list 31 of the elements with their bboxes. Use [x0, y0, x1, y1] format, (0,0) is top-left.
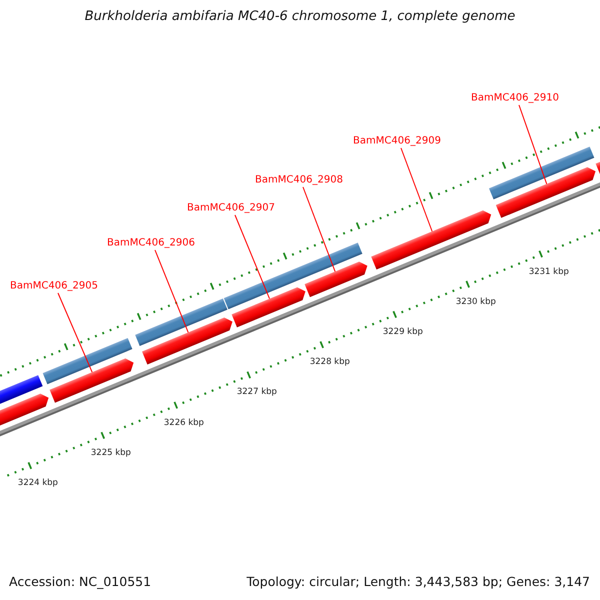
scale-label: 3229 kbp [382, 326, 423, 337]
diagram-title: Burkholderia ambifaria MC40-6 chromosome 1, complete genome [84, 9, 516, 24]
accession-label: Accession: NC_010551 [9, 574, 152, 589]
gene-feature [496, 167, 596, 218]
scale-label: 3230 kbp [456, 296, 496, 307]
feature-bar [42, 338, 132, 384]
leader-line [400, 148, 433, 232]
gene-label: BamMC406_2907 [187, 202, 275, 214]
scale-label: 3226 kbp [164, 418, 204, 428]
gene-label: BamMC406_2906 [107, 238, 195, 248]
leader-line [518, 104, 548, 184]
gene-feature [50, 358, 134, 403]
scale-label: 3231 kbp [528, 266, 569, 277]
gene-label: BamMC406_2909 [353, 136, 441, 146]
leader-line [234, 214, 270, 300]
genome-info: Topology: circular; Length: 3,443,583 bp; Genes: 3,147 [246, 574, 590, 589]
leader-line [58, 292, 93, 373]
feature-bar [135, 298, 228, 346]
scale-label: 3227 kbp [236, 387, 277, 398]
gene-feature [232, 287, 306, 328]
scale-label: 3228 kbp [310, 357, 350, 368]
gene-label: BamMC406_2910 [471, 92, 559, 104]
gene-label: BamMC406_2908 [255, 174, 343, 186]
gene-feature [142, 317, 232, 364]
leader-line [302, 186, 336, 272]
gene-label: BamMC406_2905 [10, 280, 98, 292]
scale-label: 3225 kbp [90, 448, 131, 458]
leader-line [154, 250, 189, 333]
gene-feature [304, 262, 368, 298]
scale-label: 3224 kbp [18, 478, 58, 488]
gene-feature [371, 210, 492, 270]
